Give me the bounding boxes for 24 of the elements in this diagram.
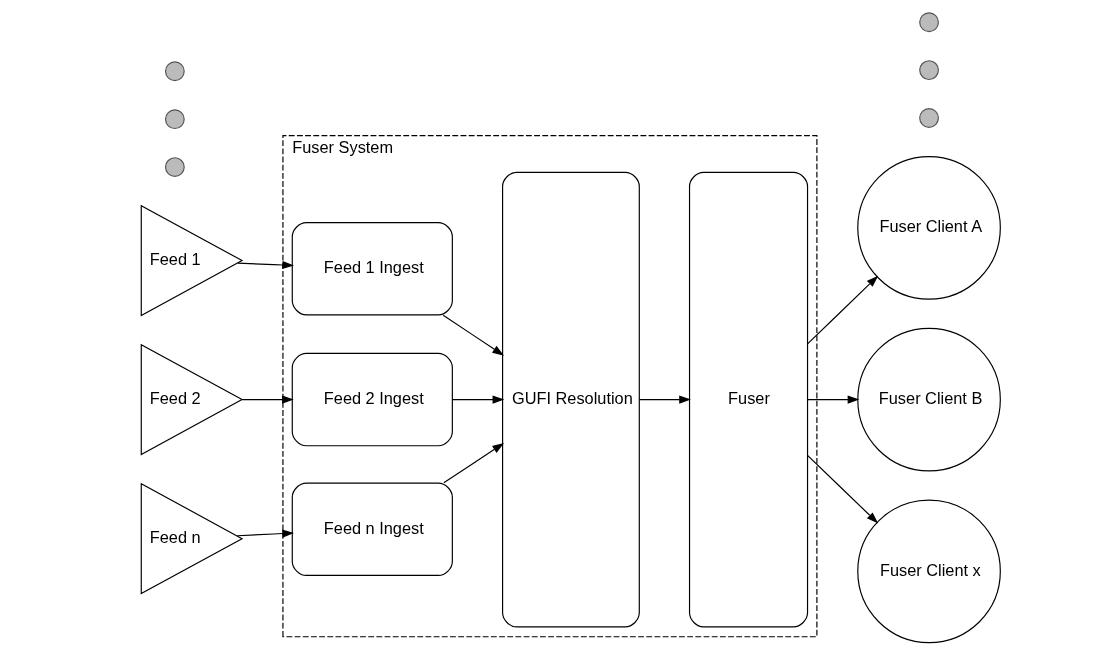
arrow — [442, 314, 504, 356]
arrow — [237, 260, 295, 270]
arrow — [241, 395, 294, 404]
node-circle — [164, 109, 185, 130]
arrow — [806, 275, 879, 345]
node-circle — [919, 108, 939, 128]
node-circle — [164, 157, 185, 178]
arrow — [806, 454, 879, 524]
node-circle — [919, 12, 939, 33]
arrow — [638, 395, 691, 404]
arrow — [806, 395, 860, 404]
node-box: Feed 1 Ingest — [291, 222, 453, 316]
node-circle: Fuser Client x — [857, 499, 1001, 644]
node-circle — [164, 61, 185, 82]
arrow — [443, 443, 505, 484]
arrow — [236, 529, 294, 538]
node-circle — [919, 60, 939, 81]
node-box: GUFI Resolution — [502, 171, 640, 628]
node-box: Fuser — [688, 171, 809, 628]
arrow — [452, 395, 505, 404]
node-circle: Fuser Client A — [857, 156, 1001, 300]
node-box: Feed 2 Ingest — [291, 352, 453, 447]
node-circle: Fuser Client B — [857, 327, 1001, 472]
node-box: Feed n Ingest — [291, 482, 453, 577]
